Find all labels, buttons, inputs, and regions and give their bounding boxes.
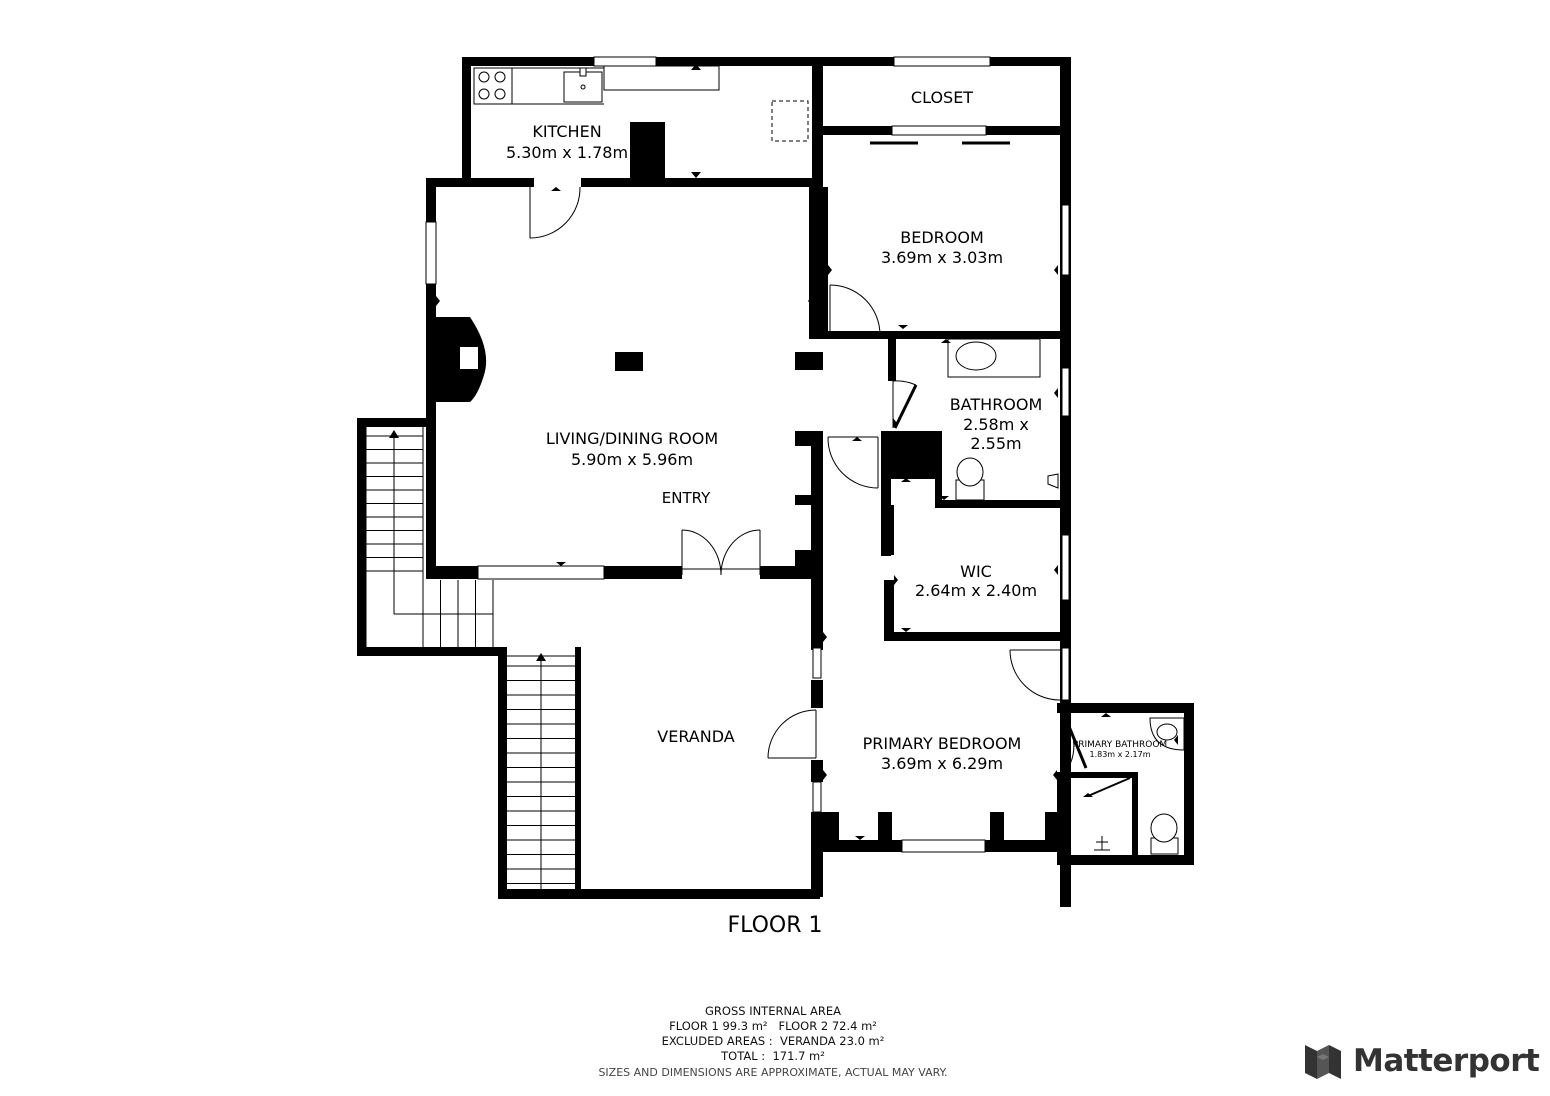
bedroom-dims: 3.69m x 3.03m — [881, 248, 1003, 267]
markers — [389, 64, 1178, 840]
matterport-brand: Matterport — [1303, 1040, 1540, 1082]
veranda-label: VERANDA — [657, 727, 734, 746]
primary-bedroom-label: PRIMARY BEDROOM — [863, 734, 1022, 753]
doors — [529, 186, 1131, 797]
kitchen-label: KITCHEN — [532, 122, 601, 141]
living-dims: 5.90m x 5.96m — [571, 450, 693, 469]
living-label: LIVING/DINING ROOM — [546, 429, 718, 448]
primary-bathroom-dims: 1.83m x 2.17m — [1089, 750, 1150, 759]
brand-name: Matterport — [1353, 1043, 1540, 1079]
toilet-icon — [955, 457, 985, 501]
stove-icon — [473, 67, 513, 105]
primary-bathroom-label: PRIMARY BATHROOM — [1073, 740, 1167, 750]
bathroom-dims-1: 2.58m x — [963, 415, 1029, 434]
floor-title: FLOOR 1 — [727, 913, 822, 938]
primary-bedroom-dims: 3.69m x 6.29m — [881, 754, 1003, 773]
area-total: TOTAL : 171.7 m² — [721, 1049, 825, 1063]
windows — [425, 56, 1070, 853]
walls — [357, 57, 1194, 907]
sink-icon — [563, 67, 603, 103]
entry-label: ENTRY — [662, 489, 711, 507]
bathroom-dims-2: 2.55m — [970, 434, 1021, 453]
basin-icon-primary — [1149, 717, 1185, 751]
wic-label: WIC — [960, 562, 992, 581]
area-floors: FLOOR 1 99.3 m² FLOOR 2 72.4 m² — [669, 1019, 877, 1033]
stairs — [365, 427, 575, 889]
room-labels: KITCHEN 5.30m x 1.78m CLOSET BEDROOM 3.6… — [506, 88, 1167, 938]
area-heading: GROSS INTERNAL AREA — [704, 1004, 841, 1018]
bathtub-icon — [947, 338, 1041, 378]
wic-dims: 2.64m x 2.40m — [915, 581, 1037, 600]
closet-label: CLOSET — [911, 88, 973, 107]
bathroom-label: BATHROOM — [950, 395, 1043, 414]
basin-icon — [1047, 473, 1059, 489]
bedroom-label: BEDROOM — [900, 228, 984, 247]
area-summary: GROSS INTERNAL AREA FLOOR 1 99.3 m² FLOO… — [573, 1004, 973, 1080]
area-excluded: EXCLUDED AREAS : VERANDA 23.0 m² — [661, 1034, 885, 1048]
fixtures — [473, 65, 1185, 855]
toilet-icon-primary — [1150, 813, 1179, 855]
kitchen-dims: 5.30m x 1.78m — [506, 143, 628, 162]
matterport-logo-icon — [1305, 1045, 1341, 1079]
area-disclaimer: SIZES AND DIMENSIONS ARE APPROXIMATE, AC… — [598, 1066, 948, 1079]
